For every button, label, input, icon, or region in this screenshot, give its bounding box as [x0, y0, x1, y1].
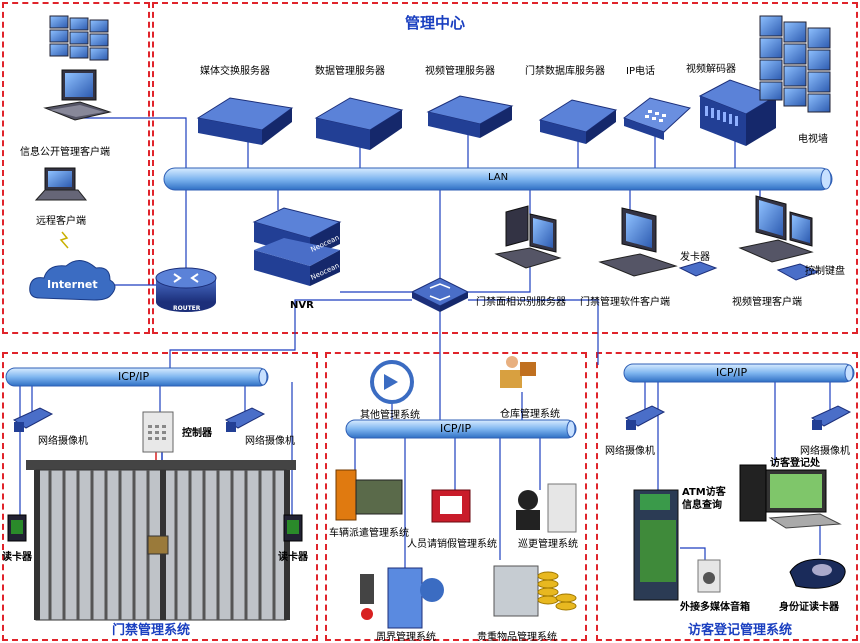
door-db-server-icon: [538, 99, 618, 144]
line-info-client: [70, 117, 187, 170]
camera-left-1-label: 网络摄像机: [38, 436, 88, 447]
zone-management-center: [152, 2, 858, 334]
remote-client-label: 远程客户端: [36, 216, 86, 227]
zone-subsystems: [325, 352, 587, 641]
visitor-pc-icon: [739, 464, 842, 529]
lightning-icon: [59, 231, 69, 249]
video-client-icon: [738, 195, 814, 263]
reader-left-icon: [7, 514, 27, 542]
icp-middle-label: ICP/IP: [440, 422, 472, 435]
zone-left-top: [2, 2, 150, 334]
atm-query-label: ATM访客 信息查询: [682, 487, 726, 511]
zone-visitor: [596, 352, 858, 641]
icp-bus-middle: [345, 419, 577, 439]
router-label: ROUTER: [173, 305, 201, 312]
other-system-label: 其他管理系统: [360, 410, 420, 421]
line-switch-face: [468, 265, 531, 293]
line-switch-left: [169, 299, 412, 368]
desktop-icon: [43, 69, 112, 121]
door-client-icon: [598, 207, 678, 277]
video-decoder-icon: [698, 79, 778, 146]
nvr-icon: Neocean Neocean: [252, 207, 342, 286]
tv-wall-icon: [759, 15, 831, 113]
icp-left-label: ICP/IP: [118, 370, 150, 383]
reader-right-label: 读卡器: [278, 552, 308, 563]
vehicle-icon: [335, 469, 403, 521]
monitor-wall-icon: [49, 15, 109, 61]
ip-phone-icon: [622, 97, 692, 140]
nvr-label: NVR: [290, 300, 314, 311]
door-db-server-label: 门禁数据库服务器: [525, 66, 605, 77]
vehicle-label: 车辆派遣管理系统: [329, 528, 409, 539]
leave-icon: [431, 489, 471, 523]
perimeter-label: 周界管理系统: [376, 632, 436, 643]
line-switch-right: [468, 299, 599, 365]
controller-icon: [142, 411, 174, 453]
control-keyboard-icon: [776, 263, 820, 281]
visitor-desk-label: 访客登记处: [770, 458, 820, 469]
camera-right-2-label: 网络摄像机: [800, 446, 850, 457]
access-control-title: 门禁管理系统: [112, 623, 191, 638]
camera-right-2-icon: [810, 405, 852, 430]
reader-left-label: 读卡器: [2, 552, 32, 563]
gate-icon: [26, 460, 296, 621]
internet-label: Internet: [47, 278, 98, 291]
video-server-icon: [426, 95, 514, 138]
camera-right-1-icon: [624, 405, 666, 430]
card-issuer-icon: [678, 261, 718, 277]
face-server-label: 门禁面相识别服务器: [476, 297, 566, 308]
patrol-icon: [516, 483, 577, 533]
switch-icon: [410, 277, 470, 312]
video-decoder-label: 视频解码器: [686, 64, 736, 75]
visitor-title: 访客登记管理系统: [688, 623, 793, 638]
laptop-icon: [34, 167, 88, 201]
id-reader-label: 身份证读卡器: [779, 602, 839, 613]
valuables-icon: [493, 565, 577, 617]
id-reader-icon: [789, 558, 846, 589]
face-server-icon: [494, 205, 562, 269]
camera-left-2-icon: [224, 407, 266, 432]
internet-cloud-icon: [29, 260, 116, 301]
lan-bus: [163, 167, 833, 191]
warehouse-icon: [500, 356, 536, 388]
speaker-icon: [697, 559, 721, 593]
data-server-label: 数据管理服务器: [315, 66, 385, 77]
controller-label: 控制器: [182, 428, 212, 439]
camera-left-2-label: 网络摄像机: [245, 436, 295, 447]
tv-wall-label: 电视墙: [798, 134, 828, 145]
leave-label: 人员请销假管理系统: [407, 539, 497, 550]
management-center-title: 管理中心: [405, 14, 466, 32]
router-icon: [155, 267, 217, 312]
icp-bus-right: [623, 363, 855, 383]
door-client-label: 门禁管理软件客户端: [580, 297, 670, 308]
video-server-label: 视频管理服务器: [425, 66, 495, 77]
icp-right-label: ICP/IP: [716, 366, 748, 379]
info-client-label: 信息公开管理客户端: [20, 147, 110, 158]
perimeter-icon: [360, 567, 444, 629]
zone-access-control: [2, 352, 318, 641]
line-speaker: [680, 547, 706, 560]
camera-left-1-icon: [12, 407, 54, 432]
speaker-label: 外接多媒体音箱: [680, 602, 750, 613]
reader-right-icon: [283, 514, 303, 542]
other-system-icon: [370, 360, 414, 404]
warehouse-label: 仓库管理系统: [500, 409, 560, 420]
patrol-label: 巡更管理系统: [518, 539, 578, 550]
data-server-icon: [314, 97, 404, 150]
video-client-label: 视频管理客户端: [732, 297, 802, 308]
valuables-label: 贵重物品管理系统: [477, 632, 557, 643]
lan-label: LAN: [488, 172, 509, 183]
media-server-icon: [196, 97, 294, 145]
control-keyboard-label: 控制键盘: [805, 266, 845, 277]
atm-kiosk-icon: [633, 489, 679, 601]
media-server-label: 媒体交换服务器: [200, 66, 270, 77]
icp-bus-left: [5, 367, 269, 387]
card-issuer-label: 发卡器: [680, 252, 710, 263]
camera-right-1-label: 网络摄像机: [605, 446, 655, 457]
ip-phone-label: IP电话: [626, 66, 655, 77]
